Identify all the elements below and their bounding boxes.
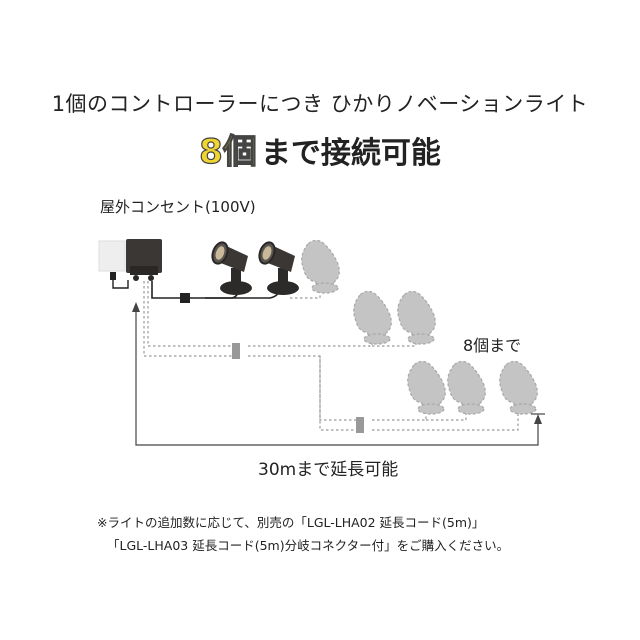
subline-highlight: 8個 — [199, 131, 258, 172]
subline-rest: まで接続可能 — [260, 136, 441, 171]
ghost-light-icon — [397, 290, 436, 345]
ghost-light-icon — [301, 239, 340, 294]
max-lights-label: 8個まで — [463, 336, 522, 355]
arrow-up-icon — [132, 302, 140, 312]
extension-label: 30mまで延長可能 — [258, 460, 399, 480]
footnote-line2: 「LGL-LHA03 延長コード(5m)分岐コネクター付」をご購入ください。 — [107, 538, 510, 553]
ghost-light-icon — [499, 360, 538, 415]
spotlight-icon — [208, 239, 253, 296]
ghost-light-icon — [353, 290, 392, 345]
footnote-line1: ※ライトの追加数に応じて、別売の「LGL-LHA02 延長コード(5m)」 — [97, 515, 485, 530]
spotlight-icon — [255, 239, 300, 296]
ghost-light-icon — [407, 360, 446, 415]
headline: 1個のコントローラーにつき ひかりノベーションライト — [51, 92, 589, 116]
arrow-up-icon — [534, 414, 542, 424]
outlet-icon — [98, 240, 126, 272]
controller-box — [126, 239, 162, 273]
subline: 8個まで接続可能 — [0, 124, 640, 173]
ghost-light-icon — [447, 360, 486, 415]
outlet-label: 屋外コンセント(100V) — [100, 198, 256, 216]
